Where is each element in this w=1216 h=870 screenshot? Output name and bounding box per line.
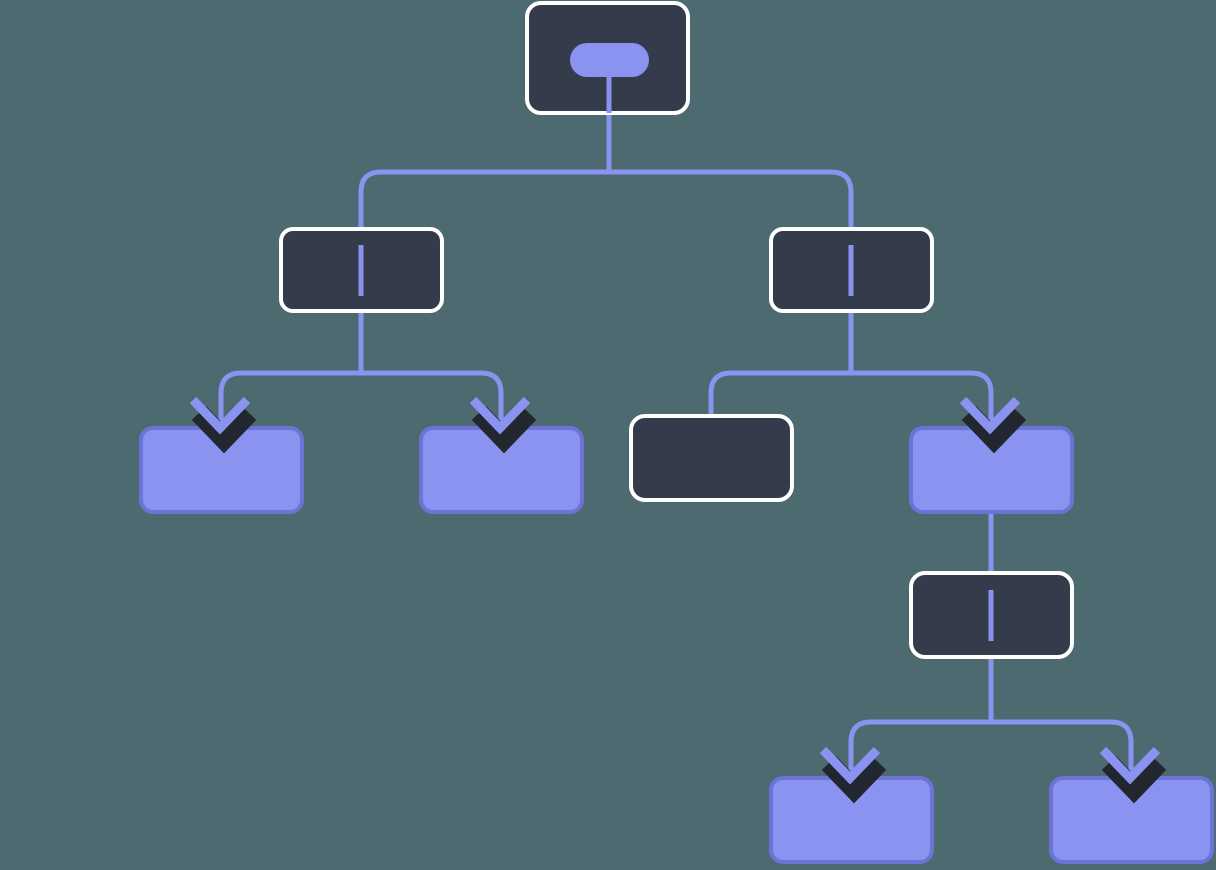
arrowhead-l2-d-front (959, 396, 1021, 435)
arrowhead-l4-a (819, 746, 887, 804)
connector-edge-root-to-l1-left (358, 169, 609, 232)
arrowhead-l4-a-front (819, 746, 881, 785)
edges-layer (218, 108, 1134, 786)
connector-edge-l1-right-to-l2-d (851, 370, 994, 436)
nodes-layer (139, 1, 1214, 864)
node-l1-left[interactable] (279, 227, 444, 313)
connector-edge-l1-left-to-l2-b (361, 370, 504, 436)
arrowheads-layer (189, 396, 1167, 804)
node-l3-a[interactable] (909, 571, 1074, 659)
arrowhead-l4-b-shadow (1101, 756, 1167, 804)
node-l1-right[interactable] (769, 227, 934, 313)
connector-edge-l3-a-to-l4-a (848, 719, 991, 786)
arrowhead-l4-b (1099, 746, 1167, 804)
arrowhead-l2-d (959, 396, 1027, 454)
node-body-l2-c[interactable] (629, 414, 794, 502)
node-root[interactable] (525, 1, 690, 115)
arrowhead-l2-b-shadow (471, 406, 537, 454)
arrowhead-l4-a-shadow (821, 756, 887, 804)
arrowhead-l2-b-front (469, 396, 531, 435)
connector-edge-l1-left-to-l2-a (218, 370, 361, 436)
arrowhead-l2-d-shadow (961, 406, 1027, 454)
arrowhead-l2-a-front (189, 396, 251, 435)
arrowhead-l2-a (189, 396, 257, 454)
connector-edge-l3-a-to-l4-b (991, 719, 1134, 786)
connector-edge-l1-right-to-l2-c (708, 370, 851, 418)
connector-edge-root-to-l1-right (609, 169, 854, 232)
arrowhead-l2-b (469, 396, 537, 454)
arrowhead-l4-b-front (1099, 746, 1161, 785)
arrowhead-l2-a-shadow (191, 406, 257, 454)
node-l2-c[interactable] (629, 414, 794, 502)
